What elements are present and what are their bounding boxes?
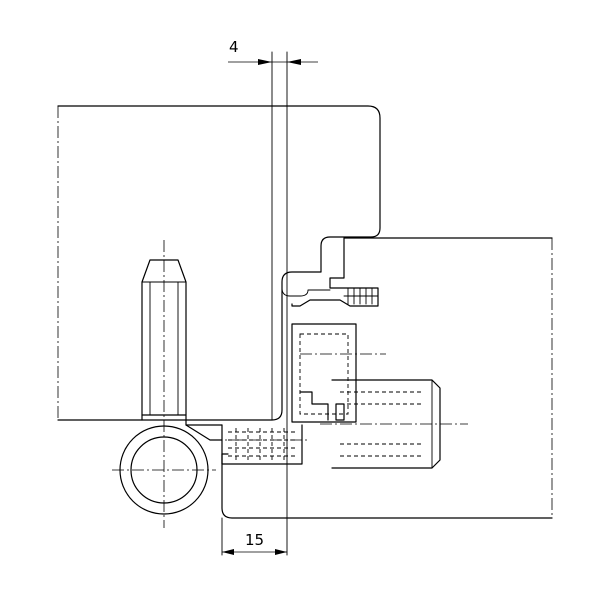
frame-fixing-cylinder	[320, 379, 468, 469]
hinge-pin	[141, 240, 187, 528]
dimension-top-label: 4	[229, 38, 239, 56]
dimension-bottom: 15	[222, 531, 287, 555]
dimension-top: 4	[228, 38, 318, 65]
door-frame	[221, 237, 553, 519]
dimension-bottom-label: 15	[245, 531, 264, 549]
reference-lines	[221, 51, 288, 556]
hinge-knuckle	[112, 414, 223, 515]
door-leaf	[57, 105, 381, 421]
seal-profile	[281, 287, 379, 305]
threaded-connector	[210, 424, 310, 465]
leaf-fixing-block	[291, 323, 386, 423]
